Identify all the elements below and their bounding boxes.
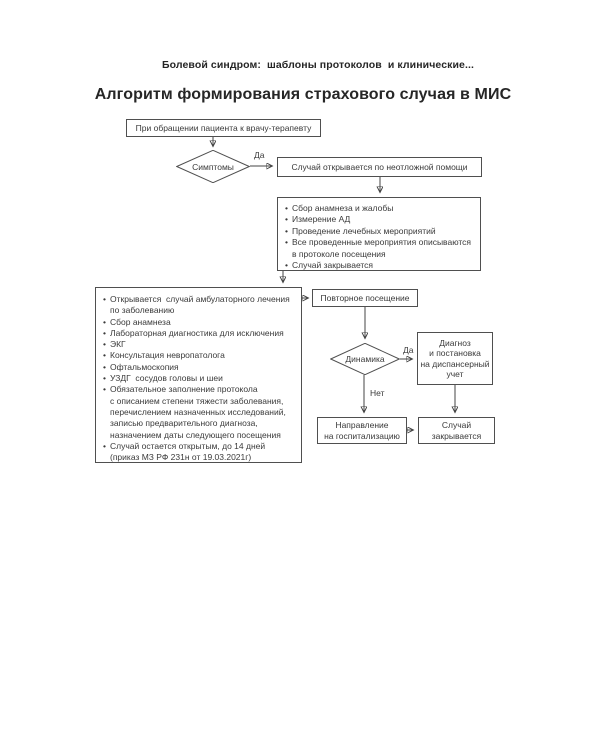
list-item: Сбор анамнеза и жалобы xyxy=(284,203,476,215)
list-item: УЗДГ сосудов головы и шеи xyxy=(102,373,297,385)
page-title: Алгоритм формирования страхового случая … xyxy=(94,86,512,103)
node-emergency-case: Случай открывается по неотложной помощи xyxy=(277,157,482,177)
node-start: При обращении пациента к врачу-терапевту xyxy=(126,119,321,137)
node-dynamics-decision: Динамика xyxy=(330,343,400,375)
list-item: Измерение АД xyxy=(284,214,476,226)
list-item: Консультация невропатолога xyxy=(102,350,297,362)
list-item: Случай остается открытым, до 14 дней (пр… xyxy=(102,441,297,464)
edge-label-no: Нет xyxy=(370,388,385,398)
node-dispensary: Диагноз и постановка на диспансерный уче… xyxy=(417,332,493,385)
diamond-shape-icon xyxy=(176,150,250,183)
node-case-closed: Случай закрывается xyxy=(418,417,495,444)
list-item: Проведение лечебных мероприятий xyxy=(284,226,476,238)
list-item: Открывается случай амбулаторного лечения… xyxy=(102,294,297,317)
outpatient-steps-list: Открывается случай амбулаторного лечения… xyxy=(102,294,297,463)
list-item: Случай закрывается xyxy=(284,260,476,272)
edge-label-yes-2: Да xyxy=(403,345,414,355)
list-item: Офтальмоскопия xyxy=(102,362,297,374)
emergency-steps-list: Сбор анамнеза и жалобыИзмерение АДПровед… xyxy=(284,203,476,272)
node-hospitalization: Направление на госпитализацию xyxy=(317,417,407,444)
edge-label-yes-1: Да xyxy=(254,150,265,160)
symptoms-label: Симптомы xyxy=(192,161,234,172)
document-breadcrumb: Болевой синдром: шаблоны протоколов и кл… xyxy=(161,59,475,71)
node-emergency-steps: Сбор анамнеза и жалобыИзмерение АДПровед… xyxy=(277,197,481,272)
diamond-shape-icon xyxy=(330,343,400,375)
list-item: ЭКГ xyxy=(102,339,297,351)
list-item: Обязательное заполнение протокола с опис… xyxy=(102,384,297,440)
node-outpatient-steps: Открывается случай амбулаторного лечения… xyxy=(95,287,302,463)
list-item: Лабораторная диагностика для исключения xyxy=(102,328,297,340)
list-item: Все проведенные мероприятия описываются … xyxy=(284,237,476,260)
dynamics-label: Динамика xyxy=(345,354,385,364)
list-item: Сбор анамнеза xyxy=(102,317,297,329)
node-repeat-visit: Повторное посещение xyxy=(312,289,418,307)
node-symptoms-decision: Симптомы xyxy=(176,150,250,183)
